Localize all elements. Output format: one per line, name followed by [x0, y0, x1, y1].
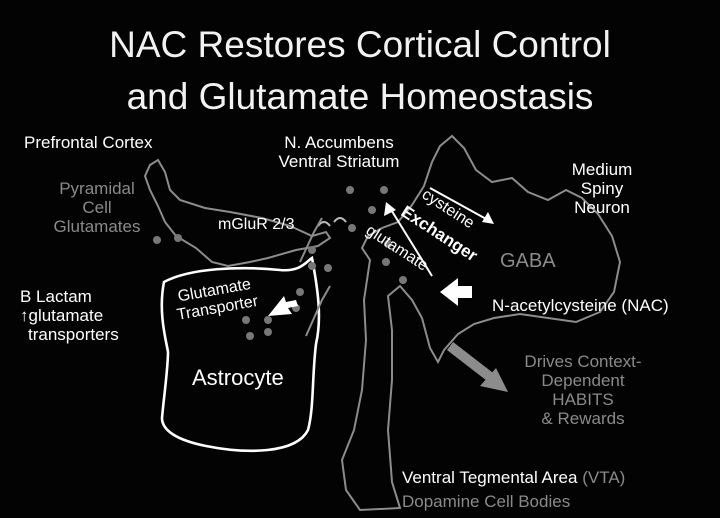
dot: [384, 240, 392, 248]
dot: [174, 234, 182, 242]
cysteine-arrow: [429, 187, 489, 221]
dot: [399, 276, 407, 284]
dot: [296, 288, 304, 296]
astrocyte-process: [299, 217, 331, 337]
drives-line-1: Drives Context-: [524, 352, 642, 371]
transporter-arrow: [268, 296, 298, 316]
glutamate-arrowhead: [384, 202, 396, 216]
dot: [153, 236, 161, 244]
label-gaba: GABA: [500, 250, 556, 272]
label-drives-habits: Drives Context- Dependent HABITS & Rewar…: [506, 352, 660, 428]
dot: [382, 258, 390, 266]
accumbens-line-1: N. Accumbens: [284, 133, 394, 152]
msn-line-1: Medium: [571, 160, 633, 179]
dot: [246, 332, 254, 340]
accumbens-line-2: Ventral Striatum: [278, 152, 400, 172]
dot: [242, 316, 250, 324]
vta-abbr: (VTA): [582, 468, 626, 487]
vta-name: Ventral Tegmental Area: [402, 468, 578, 487]
drives-line-4: & Rewards: [541, 409, 625, 429]
dot: [308, 246, 316, 254]
msn-line-2: Spiny: [580, 179, 624, 199]
dot: [346, 186, 354, 194]
label-dopamine-cell-bodies: Dopamine Cell Bodies: [402, 492, 571, 511]
pyramidal-line-2: Cell: [82, 198, 112, 218]
dot: [264, 328, 272, 336]
title-line-2: and Glutamate Homeostasis: [126, 76, 594, 117]
label-pyramidal-cell: Pyramidal Cell Glutamates: [38, 179, 156, 236]
label-nac: N-acetylcysteine (NAC): [492, 296, 669, 315]
dot: [264, 316, 272, 324]
b-lactam-line-3: transporters: [28, 325, 119, 345]
label-prefrontal-cortex: Prefrontal Cortex: [24, 133, 153, 152]
dot: [324, 264, 332, 272]
glutamate-dots: [153, 186, 407, 340]
label-mglur: mGluR 2/3: [218, 216, 295, 233]
dot: [348, 224, 356, 232]
astrocyte-outline: [160, 255, 321, 453]
pyramidal-line-1: Pyramidal: [59, 179, 135, 198]
dot: [308, 262, 316, 270]
label-accumbens: N. Accumbens Ventral Striatum: [254, 133, 424, 171]
medium-spiny-neuron-outline: [340, 134, 622, 512]
dot: [368, 206, 376, 214]
b-lactam-line-2: ↑glutamate: [20, 306, 104, 326]
drives-arrow-shaft: [446, 342, 498, 384]
label-astrocyte: Astrocyte: [192, 365, 284, 390]
nac-arrow: [440, 278, 472, 306]
b-lactam-line-1: B Lactam: [20, 287, 92, 306]
pyramidal-line-3: Glutamates: [53, 217, 141, 237]
dot: [380, 186, 388, 194]
glutamate-arrow: [389, 207, 433, 277]
label-vta: Ventral Tegmental Area (VTA): [402, 468, 625, 487]
label-medium-spiny-neuron: Medium Spiny Neuron: [560, 160, 644, 217]
msn-line-3: Neuron: [574, 198, 630, 218]
drives-line-3: HABITS: [552, 390, 614, 410]
title-line-1: NAC Restores Cortical Control: [109, 24, 611, 65]
drives-line-2: Dependent: [541, 371, 625, 391]
pyramidal-neuron-outline: [143, 158, 332, 268]
cysteine-arrowhead: [482, 212, 494, 224]
label-b-lactam: B Lactam ↑glutamate transporters: [20, 287, 119, 344]
drives-arrowhead: [480, 368, 508, 392]
